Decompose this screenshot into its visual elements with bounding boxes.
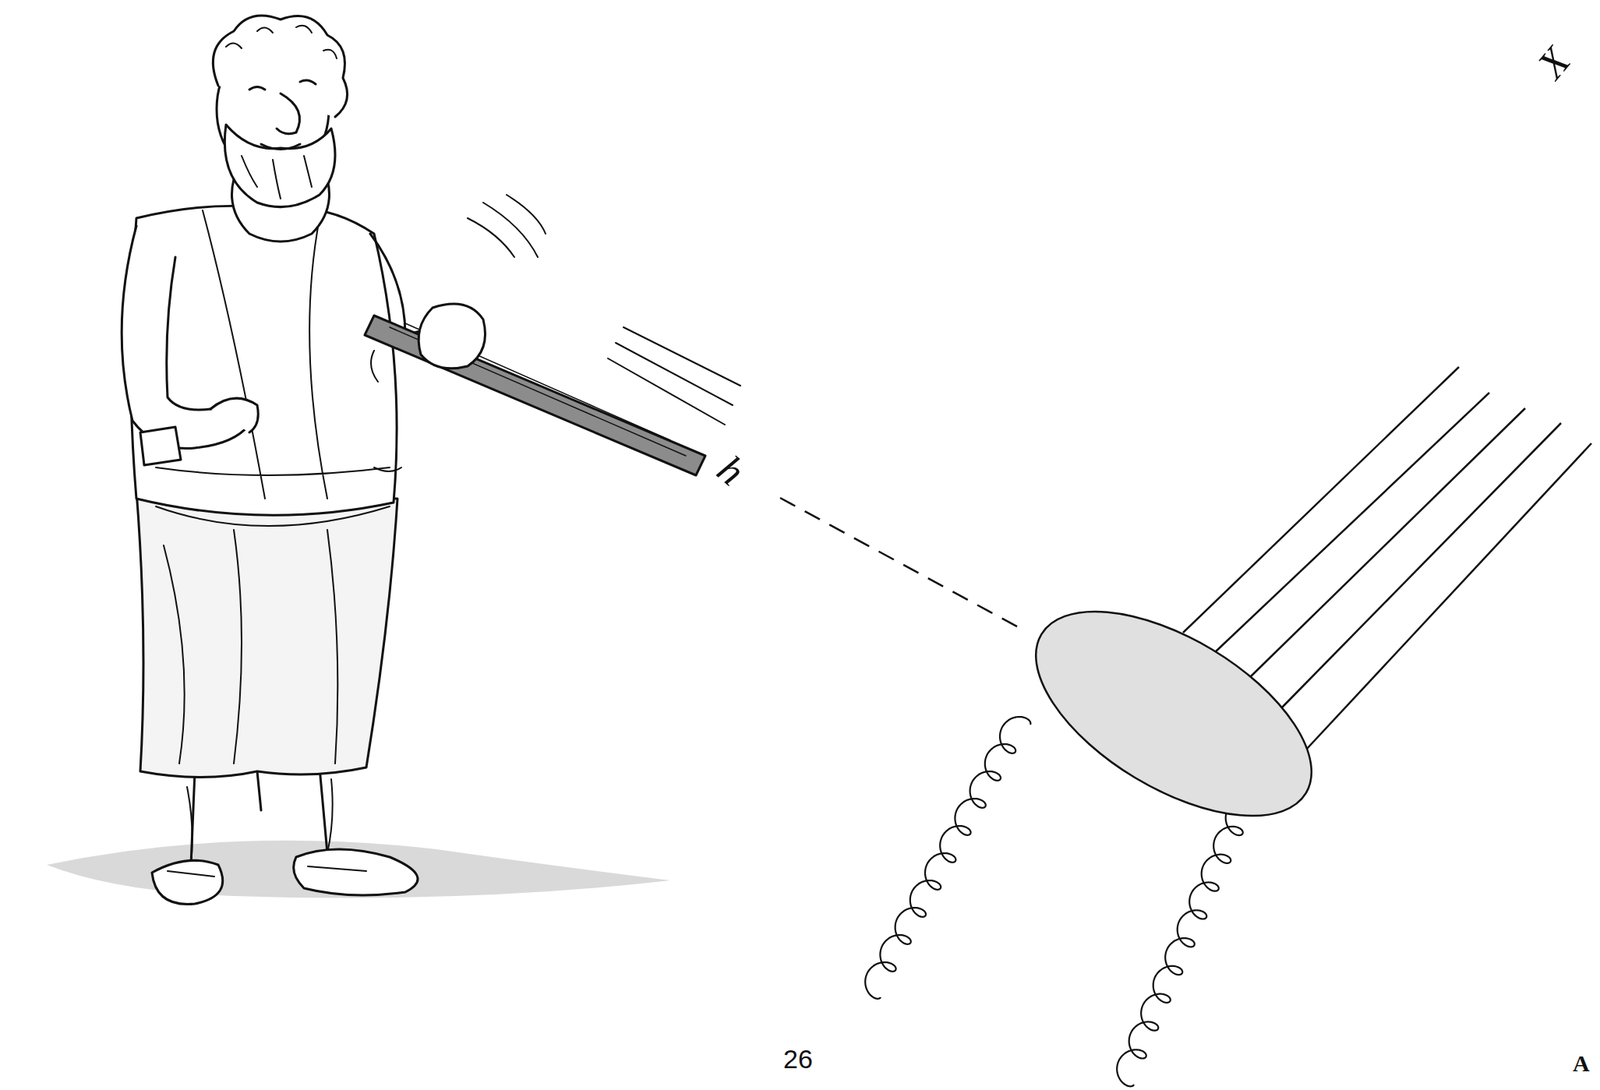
sandal-strap <box>167 866 367 877</box>
toga-top <box>130 205 398 516</box>
right-hand <box>418 303 485 369</box>
sandal <box>293 849 418 896</box>
outgoing-line <box>1214 392 1490 654</box>
left-hand <box>210 398 258 433</box>
interaction-blob <box>1003 570 1345 859</box>
nose <box>276 93 301 135</box>
beard <box>224 124 336 208</box>
motion-lines <box>607 327 741 425</box>
gluon-line <box>865 716 1031 1000</box>
legs <box>190 767 328 866</box>
motion-lines <box>467 194 546 258</box>
corner-mark: A <box>1572 1052 1590 1076</box>
toga-drape <box>155 210 390 499</box>
particle-label: X <box>1530 40 1578 86</box>
wrist-band <box>140 427 181 466</box>
feynman-diagram <box>780 367 1592 1087</box>
page-number: 26 <box>783 1045 813 1073</box>
toga-skirt <box>136 490 398 778</box>
particle-label: h <box>709 448 752 494</box>
outgoing-line <box>1249 408 1526 679</box>
outgoing-line <box>1306 443 1592 750</box>
eyes <box>249 80 316 90</box>
toga-folds <box>155 506 390 764</box>
motion-marks <box>370 350 402 472</box>
dashed-line <box>780 498 1023 630</box>
outgoing-line <box>1183 367 1459 633</box>
hair <box>212 15 347 117</box>
lever-stick <box>364 315 706 476</box>
outgoing-line <box>1280 423 1562 710</box>
cartoon-figure <box>46 15 741 905</box>
ground-shadow <box>46 840 671 899</box>
hair-curls <box>226 25 337 59</box>
sandal <box>151 860 223 905</box>
gluon-line <box>1116 798 1255 1087</box>
beard-strands <box>241 155 312 199</box>
smile <box>261 144 301 150</box>
